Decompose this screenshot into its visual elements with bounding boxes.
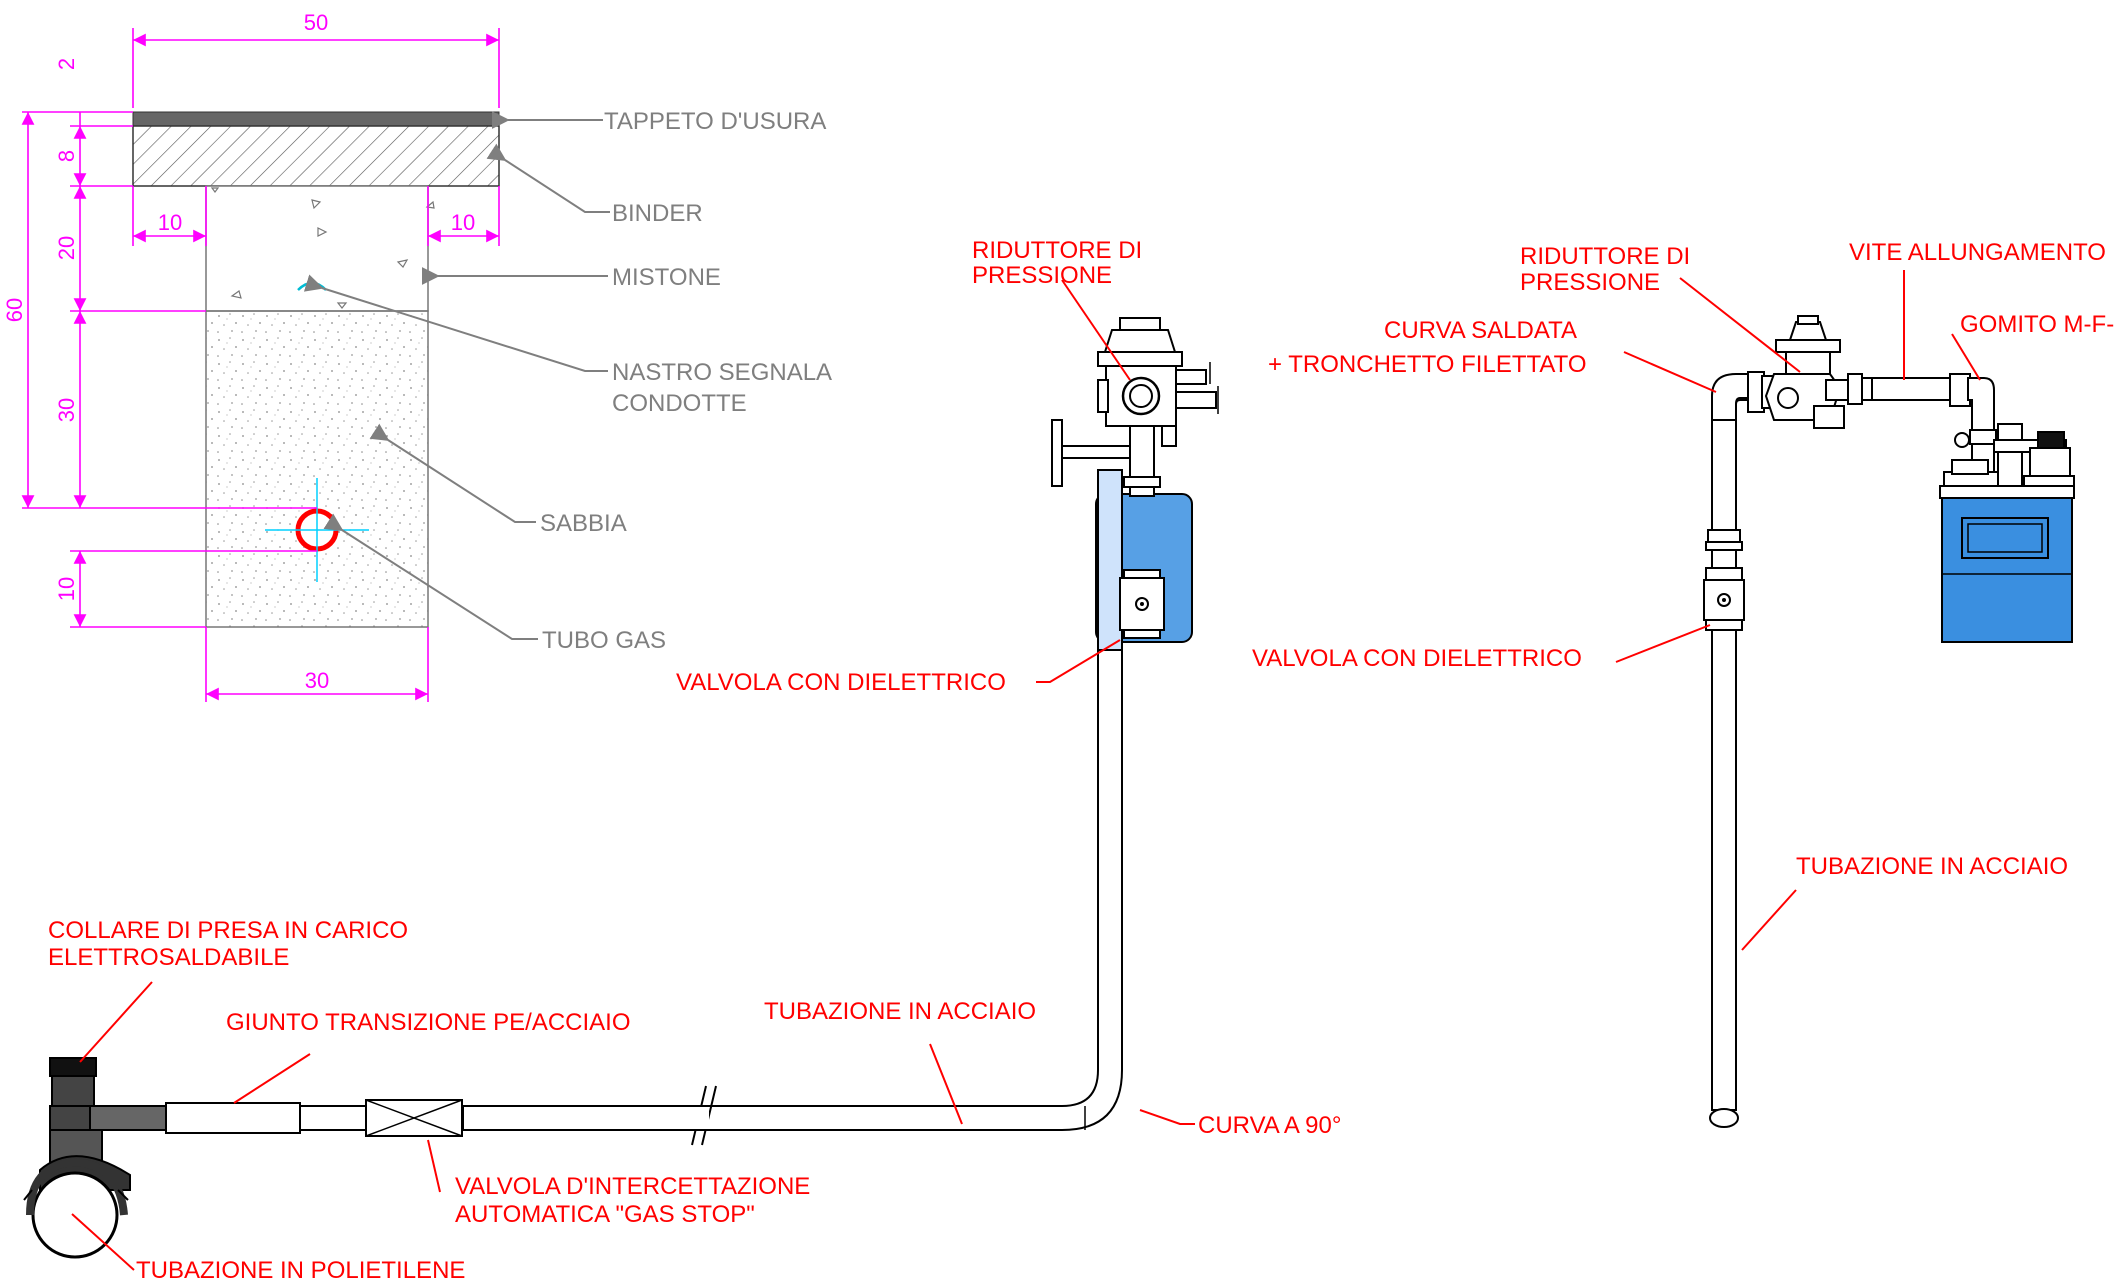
label-collare-2: ELETTROSALDABILE (48, 944, 289, 971)
label-sabbia: SABBIA (540, 510, 627, 537)
transition-joint (165, 1102, 301, 1134)
riser-valve (1119, 569, 1165, 639)
label-curva-2: + TRONCHETTO FILETTATO (1268, 351, 1586, 378)
riser-regulator (1097, 317, 1219, 447)
label-riduttore-2: PRESSIONE (972, 262, 1112, 289)
meter-labels: RIDUTTORE DI PRESSIONE CURVA SALDATA + T… (1252, 239, 2114, 951)
label-gas-stop-2: AUTOMATICA "GAS STOP" (455, 1201, 755, 1228)
label-mistone: MISTONE (612, 264, 721, 291)
gas-stop-valve (365, 1099, 463, 1137)
label-riduttore-1: RIDUTTORE DI (972, 237, 1142, 264)
meter-valve (1703, 529, 1745, 631)
trench-section: 50 10 10 30 (2, 10, 832, 702)
label-valvola-dielettrico: VALVOLA CON DIELETTRICO (676, 669, 1006, 696)
elbow-mf (1949, 373, 1997, 473)
label-curva-90: CURVA A 90° (1198, 1112, 1341, 1139)
riser-assembly: RIDUTTORE DI PRESSIONE VALVOLA CON DIELE… (23, 237, 1341, 1283)
label-giunto: GIUNTO TRANSIZIONE PE/ACCIAIO (226, 1009, 631, 1036)
label-nastro-2: CONDOTTE (612, 390, 747, 417)
label-curva-1: CURVA SALDATA (1384, 317, 1577, 344)
gas-meter (1939, 431, 2075, 643)
label-gas-stop-1: VALVOLA D'INTERCETTAZIONE (455, 1173, 810, 1200)
label-tubazione-acciaio: TUBAZIONE IN ACCIAIO (764, 998, 1036, 1025)
layer-tappeto (132, 111, 500, 127)
dim-bottom-width: 30 (305, 668, 329, 693)
dimensions: 50 10 10 30 (2, 10, 500, 702)
label-meter-valvola: VALVOLA CON DIELETTRICO (1252, 645, 1582, 672)
dim-right-offset: 10 (451, 210, 475, 235)
label-meter-riduttore-1: RIDUTTORE DI (1520, 243, 1690, 270)
label-meter-riduttore-2: PRESSIONE (1520, 269, 1660, 296)
riser-labels: RIDUTTORE DI PRESSIONE VALVOLA CON DIELE… (48, 237, 1341, 1283)
label-collare-1: COLLARE DI PRESA IN CARICO (48, 917, 408, 944)
section-labels: TAPPETO D'USURA BINDER MISTONE NASTRO SE… (303, 108, 832, 654)
label-nastro-1: NASTRO SEGNALA (612, 359, 832, 386)
dim-layer-30: 30 (54, 398, 79, 422)
dim-layer-20: 20 (54, 236, 79, 260)
pipe-end (1709, 1108, 1739, 1128)
label-tappeto: TAPPETO D'USURA (604, 108, 826, 135)
layer-binder (132, 125, 500, 187)
dim-layer-10: 10 (54, 577, 79, 601)
riser-bracket (1051, 419, 1131, 487)
label-tubo-gas: TUBO GAS (542, 627, 666, 654)
dim-layer-2: 2 (54, 58, 79, 70)
dim-top-width: 50 (304, 10, 328, 35)
electrofusion-saddle (23, 1057, 131, 1259)
mistone-pebbles (210, 187, 435, 309)
label-vite: VITE ALLUNGAMENTO (1849, 239, 2106, 266)
label-binder: BINDER (612, 200, 703, 227)
dim-total-height: 60 (2, 298, 27, 322)
dim-layer-8: 8 (54, 150, 79, 162)
label-meter-tubazione: TUBAZIONE IN ACCIAIO (1796, 853, 2068, 880)
meter-regulator (1747, 315, 1873, 429)
meter-steel-pipe (1711, 397, 1737, 1111)
label-gomito: GOMITO M-F- (1960, 311, 2114, 338)
dim-left-offset: 10 (158, 210, 182, 235)
label-polietilene: TUBAZIONE IN POLIETILENE (136, 1257, 465, 1283)
meter-assembly: RIDUTTORE DI PRESSIONE CURVA SALDATA + T… (1252, 239, 2114, 1128)
